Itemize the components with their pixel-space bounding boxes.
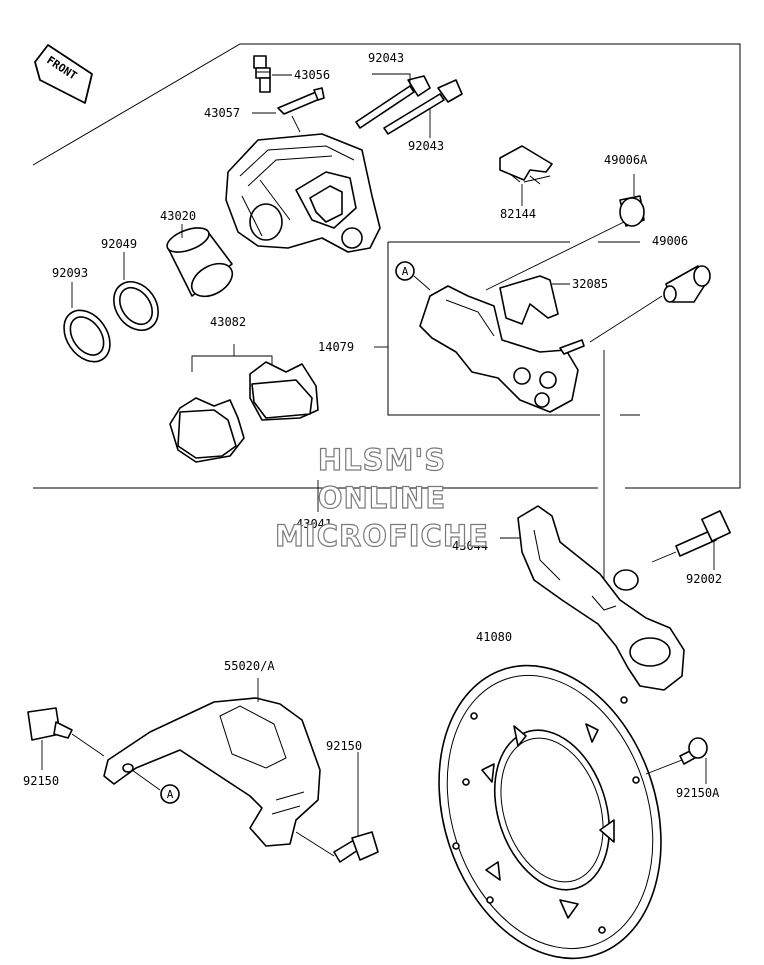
part-label-14079: 14079 xyxy=(318,340,354,354)
pin-boot-small-icon xyxy=(663,265,711,303)
caliper-bracket-icon xyxy=(419,285,585,413)
pin-plate-icon xyxy=(277,87,325,115)
pad-holder-icon xyxy=(499,275,559,325)
caliper-pin-icon xyxy=(355,75,463,135)
caliper-body-icon xyxy=(225,133,381,253)
callout-a-upper: A xyxy=(395,261,415,281)
part-label-92093: 92093 xyxy=(52,266,88,280)
caliper-mount-bracket-icon xyxy=(103,697,321,847)
part-label-49006: 49006 xyxy=(652,234,688,248)
part-label-92043-top: 92043 xyxy=(368,51,404,65)
watermark-line-1: HLSM'S xyxy=(318,443,446,477)
watermark-line-3: MICROFICHE xyxy=(275,519,489,553)
assembly-outline xyxy=(32,43,741,489)
part-label-32085: 32085 xyxy=(572,277,608,291)
part-label-43020: 43020 xyxy=(160,209,196,223)
watermark: HLSM'S ONLINE MICROFICHE xyxy=(274,442,489,553)
svg-text:A: A xyxy=(167,788,174,801)
part-label-82144: 82144 xyxy=(500,207,536,221)
part-label-43041: 43041 xyxy=(296,517,332,531)
brake-pads-icon xyxy=(169,344,319,463)
piston-seal-icon xyxy=(113,281,159,331)
part-label-43057: 43057 xyxy=(204,106,240,120)
part-label-43044: 43044 xyxy=(452,539,488,553)
watermark-line-2: ONLINE xyxy=(318,481,446,515)
part-label-49006A: 49006A xyxy=(604,153,648,167)
part-label-92150A: 92150A xyxy=(676,786,720,800)
pin-boot-icon xyxy=(619,195,645,227)
part-label-92150-left: 92150 xyxy=(23,774,59,788)
part-label-92049: 92049 xyxy=(101,237,137,251)
callout-a-lower: A xyxy=(160,784,180,804)
dust-seal-icon xyxy=(63,309,111,363)
part-label-92043-bottom: 92043 xyxy=(408,139,444,153)
piston-icon xyxy=(166,227,234,298)
mount-bolt-left-icon xyxy=(27,707,73,741)
part-label-92002: 92002 xyxy=(686,572,722,586)
part-label-43056: 43056 xyxy=(294,68,330,82)
part-label-41080: 41080 xyxy=(476,630,512,644)
part-label-43082: 43082 xyxy=(210,315,246,329)
mount-bolt-mid-icon xyxy=(333,831,379,863)
svg-text:A: A xyxy=(402,265,409,278)
disc-bolt-icon xyxy=(679,737,708,765)
bleed-screw-icon xyxy=(253,55,271,93)
pad-spring-icon xyxy=(499,145,553,185)
brake-disc-icon xyxy=(438,664,662,960)
part-label-55020A: 55020/A xyxy=(224,659,275,673)
bracket-subassembly-outline xyxy=(387,241,640,416)
front-arrow-icon: FRONT xyxy=(34,44,93,104)
bracket-bolt-icon xyxy=(675,510,731,557)
torque-arm-bracket-icon xyxy=(517,505,685,691)
part-label-92150-mid: 92150 xyxy=(326,739,362,753)
